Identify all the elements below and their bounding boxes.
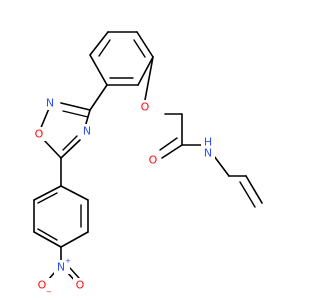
amide-hydrogen-label: H xyxy=(204,136,212,149)
molecule-structure: O N N O O H N N + O − xyxy=(32,31,263,296)
nitro-oxygen-left-label: O xyxy=(38,279,47,292)
oxadiazole-nitrogen-top-atom: N xyxy=(43,96,57,110)
carbonyl-oxygen-label: O xyxy=(149,154,158,167)
ether-oxygen-label: O xyxy=(141,101,150,114)
bonds xyxy=(33,31,263,283)
amide-nitrogen-atom: H N xyxy=(201,135,215,161)
amide-nitrogen-label: N xyxy=(204,147,212,160)
nitro-nitrogen-atom: N + xyxy=(54,257,71,274)
nitro-oxygen-left-atom: O − xyxy=(35,278,52,296)
oxadiazole-nitrogen-right-label: N xyxy=(83,125,91,138)
atom-labels: O N N O O H N N + O − xyxy=(32,96,215,296)
oxadiazole-nitrogen-right-atom: N xyxy=(80,124,94,138)
nitro-oxygen-right-label: O xyxy=(76,279,85,292)
nitro-nitrogen-label: N xyxy=(57,261,65,274)
nitro-oxygen-right-atom: O xyxy=(73,278,87,292)
nitro-oxygen-left-charge: − xyxy=(46,288,52,296)
oxadiazole-oxygen-label: O xyxy=(35,128,44,141)
nitro-nitrogen-charge: + xyxy=(65,257,71,265)
ether-oxygen-atom: O xyxy=(138,100,152,114)
oxadiazole-oxygen-atom: O xyxy=(32,127,46,141)
oxadiazole-nitrogen-top-label: N xyxy=(46,97,54,110)
carbonyl-oxygen-atom: O xyxy=(146,153,160,167)
